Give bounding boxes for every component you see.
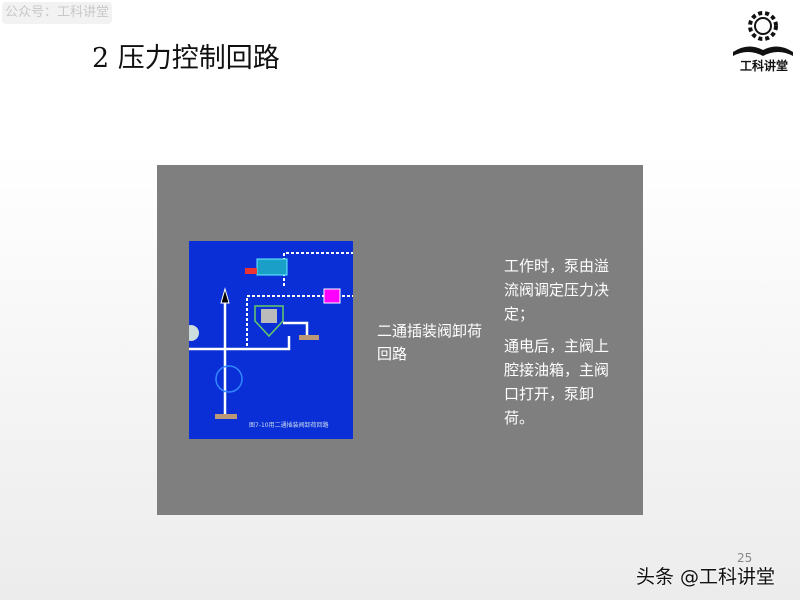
watermark: 公众号：工科讲堂 [2,2,112,24]
figure-label: 二通插装阀卸荷回路 [377,322,483,363]
logo-text: 工科讲堂 [739,59,788,73]
circuit-figure: 图7-10用二通插装阀卸荷回路 [189,241,353,439]
page-number: 25 [737,551,753,565]
description-energized: 通电后，主阀上腔接油箱，主阀口打开，泵卸荷。 [504,337,610,427]
description: 工作时，泵由溢流阀调定压力决定； 通电后，主阀上腔接油箱，主阀口打开，泵卸荷。 [504,254,614,438]
footer-watermark: 头条 @工科讲堂 [636,566,776,588]
gear-book-icon [733,11,793,56]
page-title: 2 压力控制回路 [92,43,280,74]
description-working: 工作时，泵由溢流阀调定压力决定； [504,257,610,323]
figure-caption: 图7-10用二通插装阀卸荷回路 [249,421,329,429]
